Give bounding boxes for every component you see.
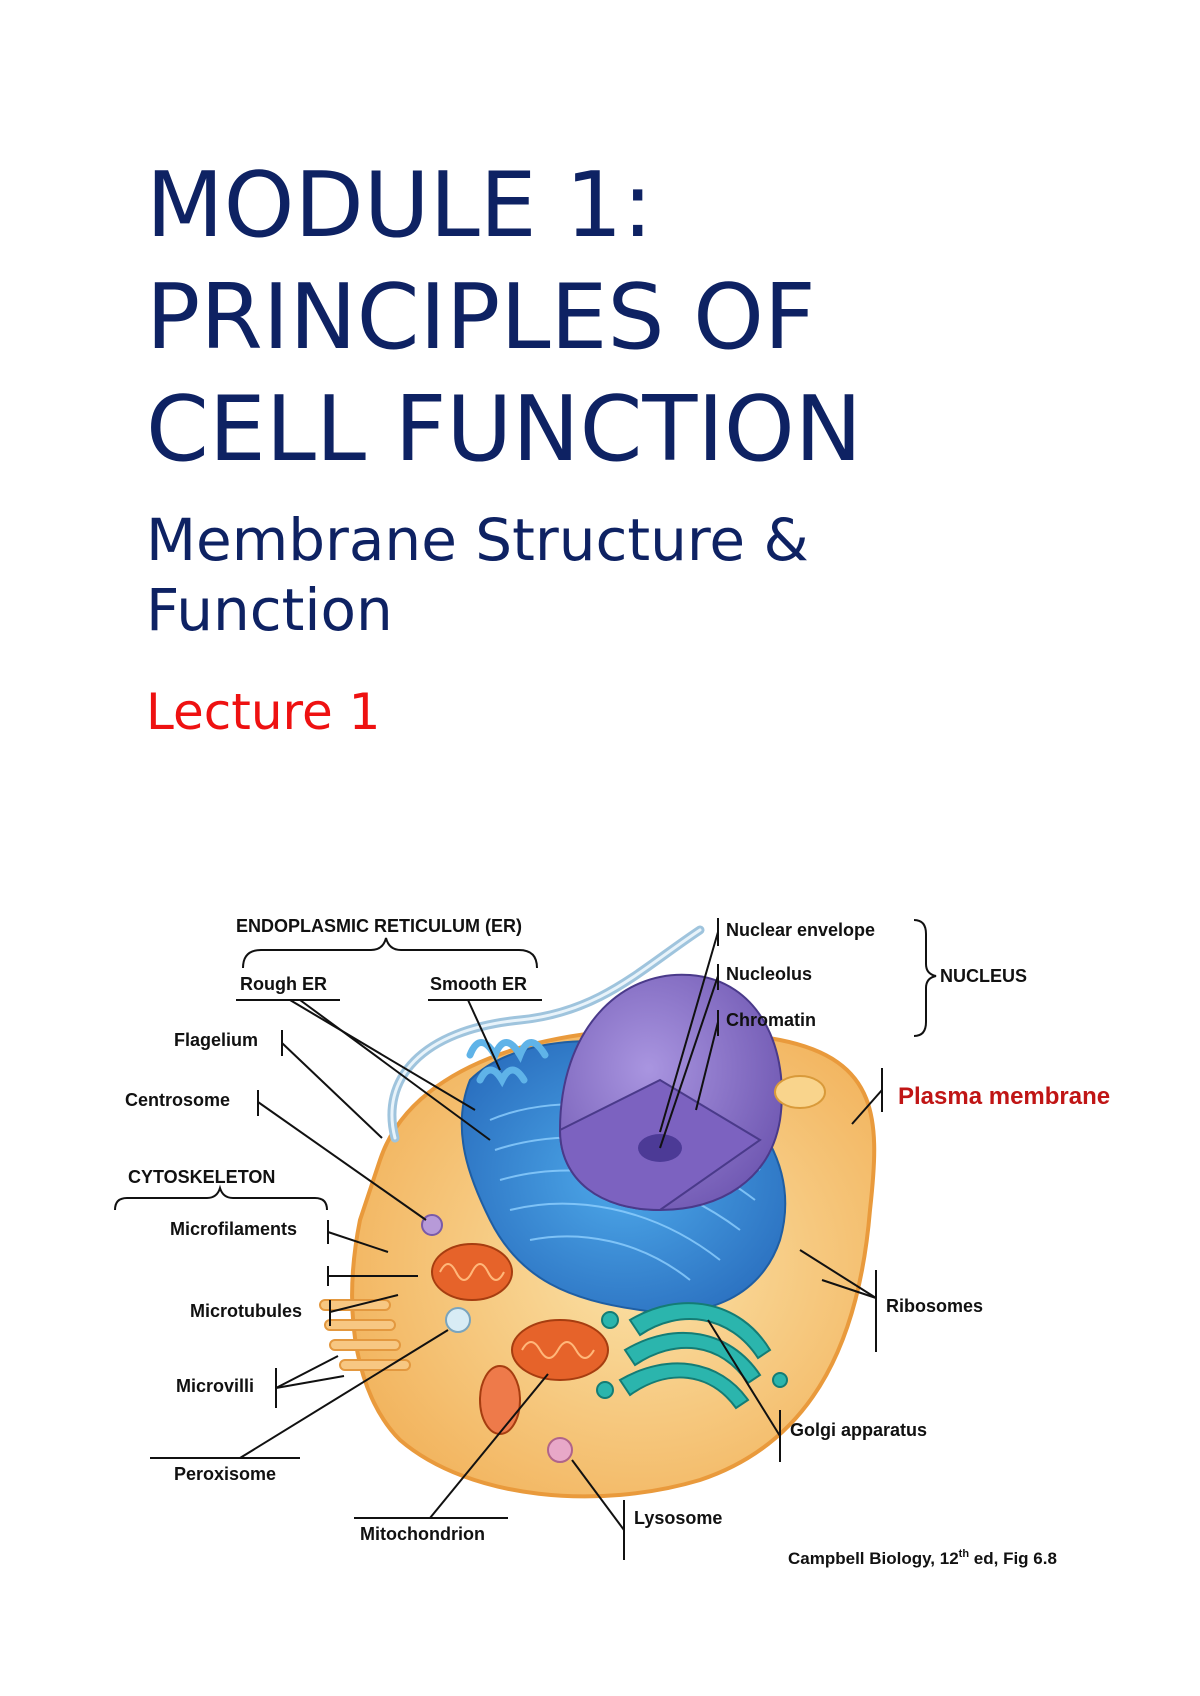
- rough-er-label: Rough ER: [236, 974, 491, 1141]
- label-er: ENDOPLASMIC RETICULUM (ER): [236, 916, 522, 936]
- svg-text:Microvilli: Microvilli: [176, 1376, 254, 1396]
- label-cytoskeleton: CYTOSKELETON: [128, 1167, 275, 1187]
- animal-cell-figure: ENDOPLASMIC RETICULUM (ER) Rough ER Smoo…: [114, 916, 1110, 1568]
- microvilli-shape: [319, 1299, 411, 1371]
- chromatin-label: Chromatin: [695, 1010, 816, 1111]
- svg-text:Ribosomes: Ribosomes: [886, 1296, 983, 1316]
- golgi-label: Golgi apparatus: [707, 1319, 927, 1462]
- mitochondrion-shape: [431, 1243, 609, 1435]
- label-nucleus: NUCLEUS: [940, 966, 1027, 986]
- lecture-label: Lecture 1: [146, 683, 381, 741]
- svg-text:Golgi apparatus: Golgi apparatus: [790, 1420, 927, 1440]
- peroxisome-shape: [445, 1307, 471, 1333]
- module-subtitle: Membrane Structure & Function: [146, 505, 809, 645]
- figure-caption: Campbell Biology, 12th ed, Fig 6.8: [788, 1548, 1057, 1568]
- title-line-1: MODULE 1:: [146, 153, 653, 258]
- svg-text:Smooth ER: Smooth ER: [430, 974, 527, 994]
- vesicle-shape: [774, 1075, 826, 1109]
- er-group-label: ENDOPLASMIC RETICULUM (ER): [236, 916, 538, 969]
- mitochondrion-label: Mitochondrion: [354, 1373, 549, 1544]
- subtitle-line-1: Membrane Structure &: [146, 506, 809, 574]
- svg-text:Centrosome: Centrosome: [125, 1090, 230, 1110]
- nucleolus-label: Nucleolus: [659, 964, 812, 1149]
- svg-text:Nuclear envelope: Nuclear envelope: [726, 920, 875, 940]
- plasma-membrane-label: Plasma membrane: [851, 1068, 1110, 1125]
- microvilli-label: Microvilli: [176, 1355, 345, 1408]
- microtubules-label: Microtubules: [190, 1294, 399, 1326]
- smooth-er-label: Smooth ER: [428, 974, 542, 1071]
- lysosome-shape: [547, 1437, 573, 1463]
- svg-text:Nucleolus: Nucleolus: [726, 964, 812, 984]
- svg-text:Microfilaments: Microfilaments: [170, 1219, 297, 1239]
- smooth-er-shape: [466, 1039, 549, 1088]
- flagellum-label: Flagelium: [174, 1030, 383, 1139]
- microfilaments-label: Microfilaments: [170, 1219, 418, 1286]
- svg-text:Mitochondrion: Mitochondrion: [360, 1524, 485, 1544]
- nuclear-envelope-label: Nuclear envelope: [659, 918, 875, 1133]
- nucleus-group-label: NUCLEUS: [913, 919, 1027, 1037]
- cytoskeleton-group-label: CYTOSKELETON: [114, 1167, 328, 1211]
- svg-text:Plasma membrane: Plasma membrane: [898, 1083, 1110, 1110]
- centrosome-shape: [421, 1214, 443, 1236]
- title-line-3: CELL FUNCTION: [146, 377, 863, 482]
- ribosomes-label: Ribosomes: [799, 1249, 983, 1352]
- svg-text:Lysosome: Lysosome: [634, 1508, 722, 1528]
- subtitle-line-2: Function: [146, 576, 393, 644]
- svg-text:Chromatin: Chromatin: [726, 1010, 816, 1030]
- module-title: MODULE 1: PRINCIPLES OF CELL FUNCTION: [146, 150, 862, 486]
- svg-text:Peroxisome: Peroxisome: [174, 1464, 276, 1484]
- lysosome-label: Lysosome: [571, 1459, 722, 1560]
- svg-text:Flagelium: Flagelium: [174, 1030, 258, 1050]
- title-line-2: PRINCIPLES OF: [146, 265, 816, 370]
- peroxisome-label: Peroxisome: [150, 1329, 449, 1484]
- svg-text:Rough ER: Rough ER: [240, 974, 327, 994]
- golgi-shape: [592, 1302, 788, 1410]
- svg-text:Microtubules: Microtubules: [190, 1301, 302, 1321]
- centrosome-label: Centrosome: [125, 1090, 427, 1221]
